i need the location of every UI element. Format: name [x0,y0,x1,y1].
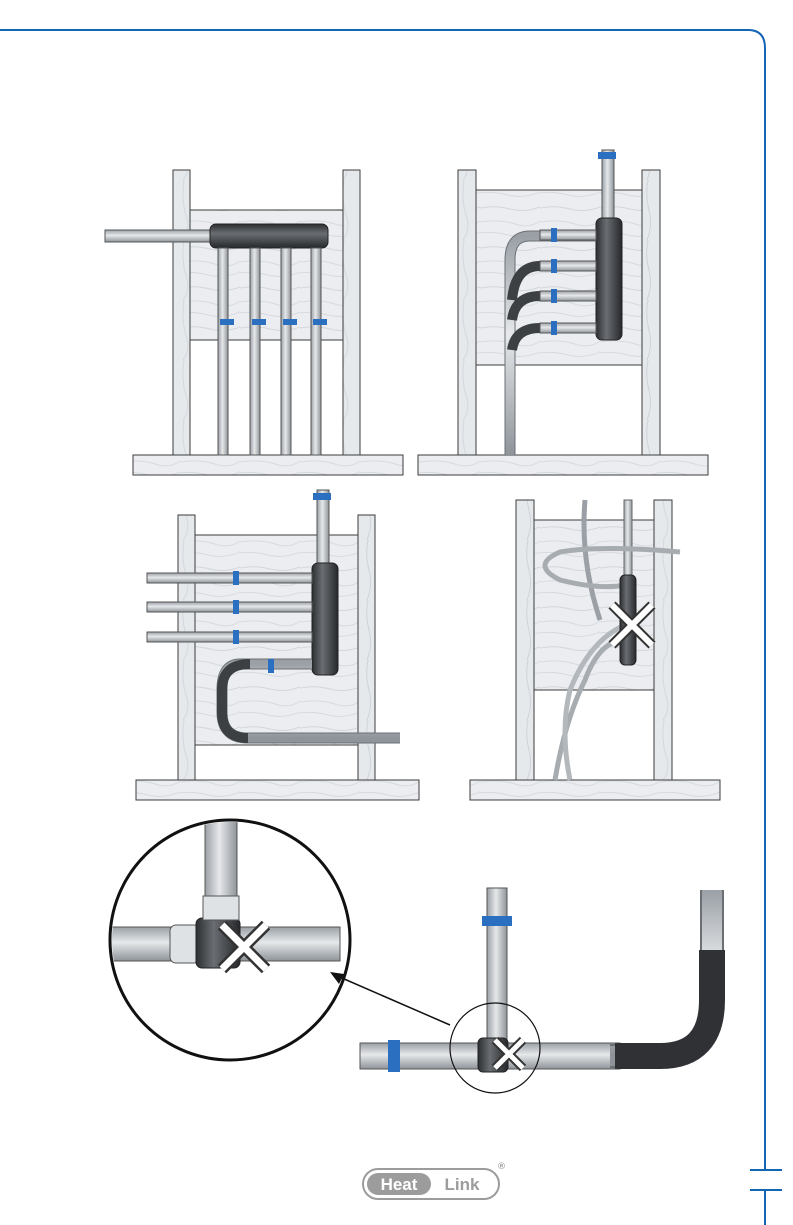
manifold-body [210,224,328,248]
registered-mark: ® [497,1162,506,1172]
logo-word-heat: Heat [381,1175,418,1194]
heatlink-logo: Heat Link [362,1168,502,1200]
supply-pipe [317,490,329,565]
manifold-body [596,218,622,340]
stud-right [642,170,660,455]
pipe-clip [252,319,266,325]
floor-plate [136,780,419,800]
pipe-clip [233,571,239,585]
figure-manifold-horizontal-four-drops [105,170,403,475]
detail-pointer-arrow [335,975,450,1025]
stud-left [178,515,195,780]
pipe-clip [551,259,557,273]
stud-left [173,170,190,455]
figure-incorrect-tee-detail [100,820,712,1093]
pipe-clip [482,916,512,926]
stud-right [343,170,360,455]
pipe-clip [551,321,557,335]
supply-pipe [105,230,215,242]
pipe-clip [388,1040,400,1072]
floor-plate [133,455,403,475]
pipe-clip [283,319,297,325]
figure-incorrect-tangled-tubing [470,500,720,800]
pipe-clip [551,289,557,303]
supply-pipe [602,150,614,222]
pipe-clip [313,319,327,325]
stud-right [654,500,672,780]
floor-plate [418,455,708,475]
pipe-clip [268,659,274,673]
pipe-clip [551,228,557,242]
pipe-clip [313,493,331,500]
pipe-clip [233,600,239,614]
stud-left [516,500,534,780]
manifold-body [312,563,338,675]
pipe-clip [233,630,239,644]
stud-left [458,170,476,455]
pipe-clip [220,319,234,325]
figure-manifold-vertical-bent-lines [418,150,708,475]
figure-manifold-vertical-return-loop [136,490,419,800]
logo-word-link: Link [445,1175,480,1194]
floor-plate [470,780,720,800]
pipe-clip [598,152,616,159]
